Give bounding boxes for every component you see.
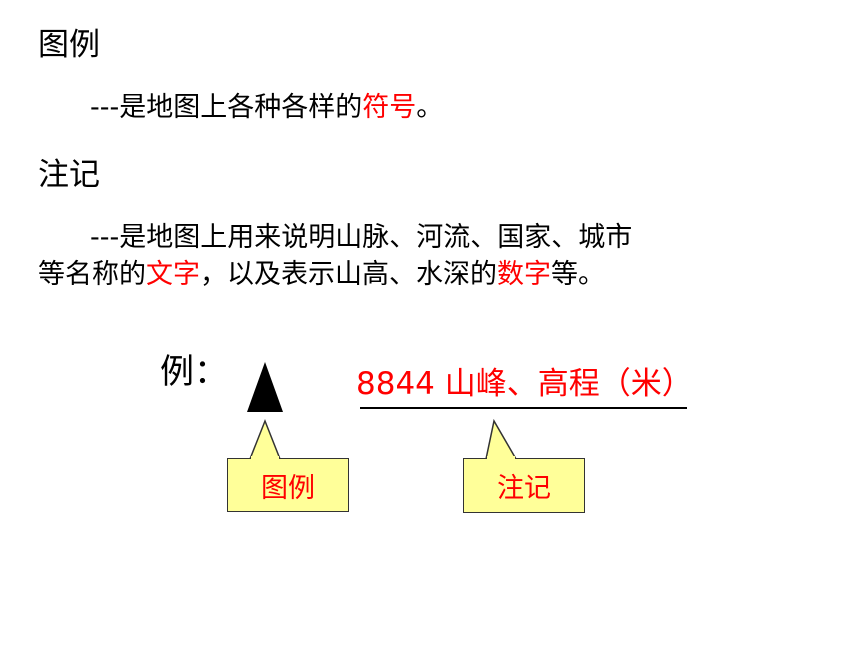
legend-description-text: ---是地图上各种各样的 xyxy=(90,92,363,123)
legend-description-end: 。 xyxy=(416,92,444,123)
annotation-callout-box: 注记 xyxy=(463,458,585,513)
annotation-text-c: ，以及表示山高、水深的 xyxy=(200,259,497,290)
mountain-annotation-text: 8844 山峰、高程（米） xyxy=(356,366,693,402)
annotation-description-line1: ---是地图上用来说明山脉、河流、国家、城市 xyxy=(90,222,633,253)
legend-heading: 图例 xyxy=(38,27,100,63)
legend-callout-box: 图例 xyxy=(227,458,349,512)
legend-highlight-symbol: 符号 xyxy=(362,92,417,123)
annotation-callout-pointer xyxy=(485,418,517,460)
annotation-description-line2: 等名称的文字，以及表示山高、水深的数字等。 xyxy=(38,257,605,293)
annotation-callout-label: 注记 xyxy=(497,473,551,504)
annotation-heading: 注记 xyxy=(38,157,100,193)
annotation-highlight-text: 文字 xyxy=(146,259,200,290)
filled-triangle-icon xyxy=(247,362,283,412)
annotation-text-a: 等名称的 xyxy=(38,259,146,290)
legend-pointer-join xyxy=(251,456,279,460)
annotation-underline xyxy=(360,407,687,409)
legend-callout-pointer xyxy=(249,418,281,460)
legend-description: ---是地图上各种各样的符号。 xyxy=(90,90,443,126)
annotation-text-e: 等。 xyxy=(551,259,605,290)
annotation-pointer-join xyxy=(487,456,515,460)
example-label: 例： xyxy=(160,352,228,392)
legend-callout-label: 图例 xyxy=(261,472,315,504)
annotation-highlight-number: 数字 xyxy=(497,259,551,290)
